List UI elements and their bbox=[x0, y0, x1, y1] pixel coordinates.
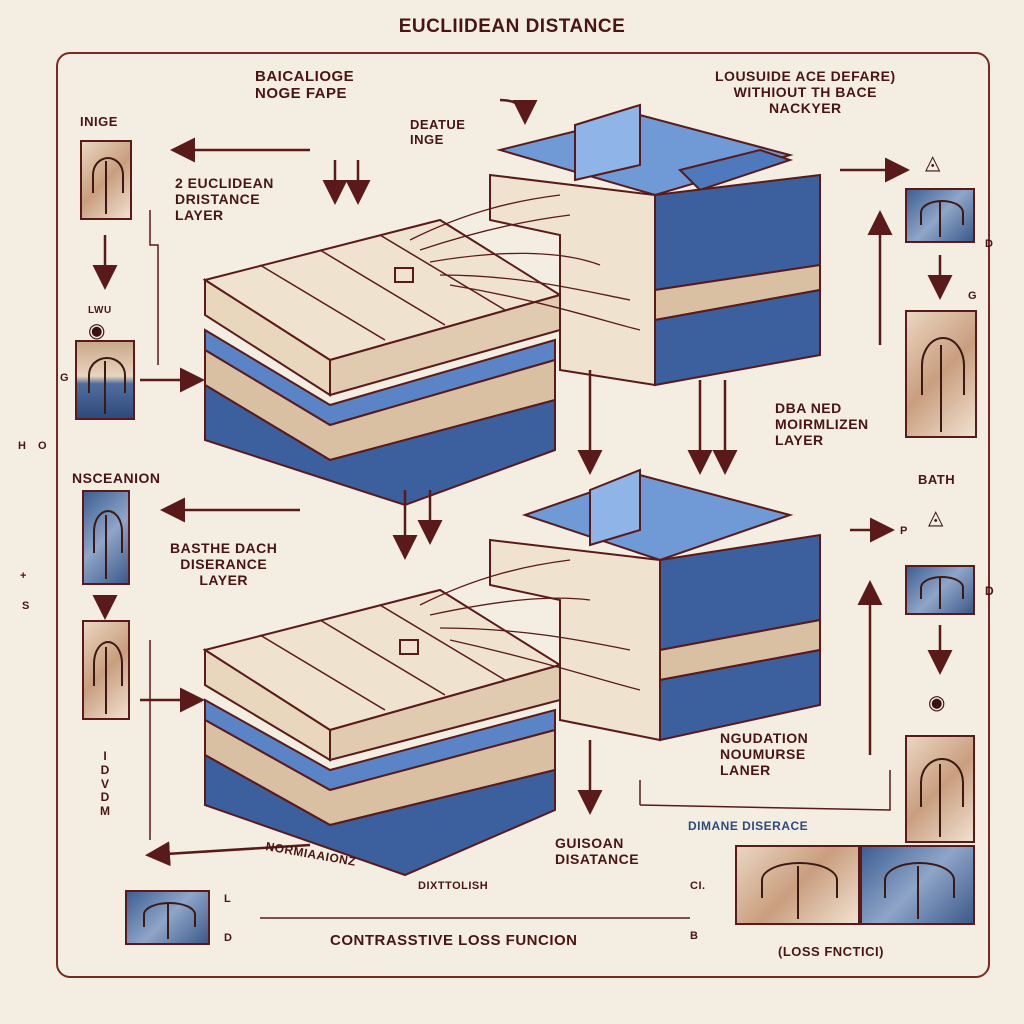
right-blue-thumbnail bbox=[905, 188, 975, 243]
feature-input-label: DEATUE INGE bbox=[410, 117, 466, 147]
side-g: G bbox=[60, 372, 70, 384]
input-image-label: INIGE bbox=[80, 114, 118, 129]
dixtolish-label: DIXTTOLISH bbox=[418, 880, 489, 892]
gusoan-distance-label: GUISOAN DISATANCE bbox=[555, 835, 640, 868]
bottom-blue-thumbnail bbox=[125, 890, 210, 945]
side-p: P bbox=[900, 525, 908, 537]
right-tan-thumbnail-2 bbox=[905, 735, 975, 843]
side-l: L bbox=[224, 893, 232, 905]
dimane-label: DIMANE DISERACE bbox=[688, 819, 809, 833]
top-eye-icon: ◬ bbox=[925, 152, 941, 174]
lower-right-layer-block bbox=[489, 468, 821, 742]
side-ci: CI. bbox=[690, 880, 706, 892]
tan-tree-thumbnail bbox=[82, 620, 130, 720]
loss-tan-thumbnail bbox=[735, 845, 860, 925]
blue-tree-thumbnail bbox=[82, 490, 130, 585]
euclidean-layer-label: 2 EUCLIDEAN DRISTANCE LAYER bbox=[175, 175, 274, 224]
eye-icon: ◉ bbox=[88, 320, 106, 342]
top-right-label: LOUSUIDE ACE DEFARE) WITHIOUT TH BACE NA… bbox=[715, 68, 896, 117]
side-g2: G bbox=[968, 290, 978, 302]
mid-eye-icon: ◬ bbox=[928, 507, 944, 529]
bottom-eye-icon: ◉ bbox=[928, 692, 946, 714]
loss-function-label: (LOSS FNCTICI) bbox=[778, 944, 884, 959]
idvdm-label: I D V D M bbox=[100, 749, 111, 819]
ngudation-layer-label: NGUDATION NOUMURSE LANER bbox=[720, 730, 809, 779]
right-blue-thumbnail-2 bbox=[905, 565, 975, 615]
nsceanion-label: NSCEANION bbox=[72, 470, 161, 486]
upper-right-layer-block bbox=[489, 103, 821, 387]
side-d2: D bbox=[985, 584, 995, 598]
guide-lines bbox=[149, 210, 891, 919]
diagram-title: EUCLIIDEAN DISTANCE bbox=[398, 16, 626, 37]
side-h: H bbox=[18, 440, 27, 452]
connection-wires bbox=[409, 194, 641, 691]
mixed-image-thumbnail bbox=[75, 340, 135, 420]
side-o: O bbox=[38, 440, 48, 452]
normalized-layer-label: DBA NED MOIRMLIZEN LAYER bbox=[775, 400, 869, 449]
top-center-label: BAICALIOGE NOGE FAPE bbox=[255, 68, 355, 103]
flow-arrows bbox=[92, 98, 953, 867]
side-d1: D bbox=[985, 238, 994, 250]
side-d3: D bbox=[224, 932, 233, 944]
side-b: B bbox=[690, 930, 699, 942]
bath-label: BATH bbox=[918, 472, 956, 487]
input-image-thumbnail bbox=[80, 140, 132, 220]
basthe-layer-label: BASTHE DACH DISERANCE LAYER bbox=[170, 540, 278, 589]
loss-blue-thumbnail bbox=[860, 845, 975, 925]
contrastive-loss-label: CONTRASSTIVE LOSS FUNCION bbox=[330, 932, 578, 949]
right-tan-thumbnail bbox=[905, 310, 977, 438]
side-plus: + bbox=[20, 570, 27, 582]
diagram-frame bbox=[56, 52, 990, 978]
upper-left-layer-stack bbox=[202, 218, 563, 507]
lwu-label: LWU bbox=[88, 305, 112, 316]
side-s: S bbox=[22, 600, 30, 612]
lower-left-layer-stack bbox=[202, 588, 563, 877]
